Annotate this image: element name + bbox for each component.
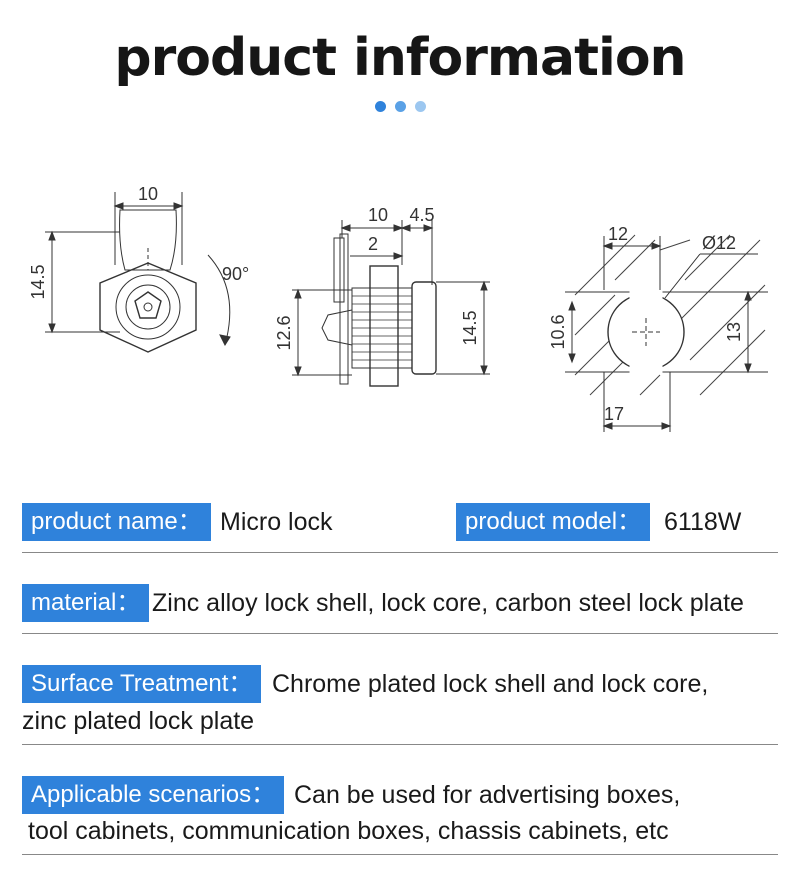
applicable-scenarios-value-line2: tool cabinets, communication boxes, chas… — [28, 817, 669, 845]
technical-drawings: 10 14.5 90° 10 4.5 2 — [28, 184, 768, 432]
material-label: material： — [22, 584, 150, 622]
dot-1 — [374, 101, 386, 112]
surface-treatment-label: Surface Treatment： — [22, 665, 262, 703]
side-left-dim: 12.6 — [274, 315, 294, 350]
front-view-drawing: 10 14.5 90° — [28, 184, 249, 353]
front-side-dim: 14.5 — [28, 264, 48, 299]
applicable-scenarios-label: Applicable scenarios： — [22, 776, 285, 814]
cutout-left-dim: 10.6 — [548, 314, 568, 349]
side-view-drawing: 10 4.5 2 12.6 — [274, 205, 490, 387]
side-dim-a: 10 — [368, 205, 388, 225]
product-model-label: product model： — [456, 503, 651, 541]
surface-treatment-value-line2: zinc plated lock plate — [22, 707, 255, 735]
divider-4 — [22, 854, 778, 855]
divider-1 — [22, 552, 778, 553]
rotation-label: 90° — [222, 264, 249, 284]
divider-3 — [22, 744, 778, 745]
cutout-right-dim: 13 — [724, 322, 744, 342]
side-dim-b: 4.5 — [409, 205, 434, 225]
product-name-value: Micro lock — [220, 508, 333, 536]
page-title: product information — [114, 28, 686, 88]
cutout-bottom-dim: 17 — [604, 404, 624, 424]
side-dim-c: 2 — [368, 234, 378, 254]
surface-treatment-value-line1: Chrome plated lock shell and lock core, — [272, 670, 709, 698]
side-right-dim: 14.5 — [460, 310, 480, 345]
dot-2 — [394, 101, 406, 112]
material-value: Zinc alloy lock shell, lock core, carbon… — [152, 589, 744, 617]
dot-3 — [414, 101, 426, 112]
applicable-scenarios-value-line1: Can be used for advertising boxes, — [294, 781, 681, 809]
title-dots — [0, 101, 800, 112]
product-name-label: product name： — [22, 503, 211, 541]
divider-2 — [22, 633, 778, 634]
cutout-view-drawing: 12 Ø12 10.6 13 17 — [548, 224, 768, 432]
cutout-top-dim: 12 — [608, 224, 628, 244]
cutout-diameter: Ø12 — [702, 233, 736, 253]
product-model-value: 6118W — [664, 508, 742, 536]
front-top-dim: 10 — [138, 184, 158, 204]
